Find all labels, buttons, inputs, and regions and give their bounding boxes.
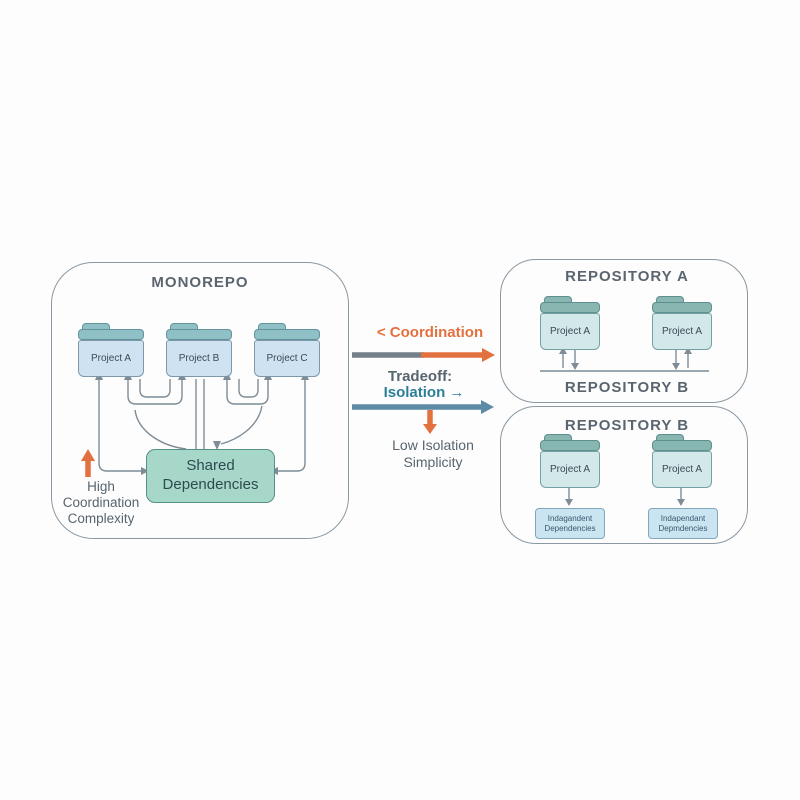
folder-label: Project A <box>661 464 703 475</box>
low-isolation-note: Low Isolation Simplicity <box>392 437 474 471</box>
folder-bar <box>166 329 232 340</box>
folder-label: Project A <box>661 326 703 337</box>
dep-box-line1: Indapendant <box>660 513 706 523</box>
note-line: Simplicity <box>403 453 463 470</box>
repository-b-box <box>500 406 748 544</box>
monorepo-title: MONOREPO <box>151 274 249 291</box>
shared-dependencies-box: Shared Dependencies <box>146 449 275 503</box>
repository-a-footer-label: REPOSITORY B <box>564 379 690 396</box>
folder-icon-project-a: Project A <box>78 323 144 377</box>
shared-dependencies-line2: Dependencies <box>162 476 259 493</box>
folder-bar <box>254 329 320 340</box>
folder-bar <box>78 329 144 340</box>
folder-label: Project A <box>549 326 591 337</box>
note-line: Complexity <box>67 511 135 527</box>
isolation-arrow <box>352 400 494 414</box>
dep-box-line1: Indagandent <box>547 513 593 523</box>
folder-label: Project A <box>549 464 591 475</box>
low-isolation-arrow <box>423 410 437 434</box>
dep-box-line2: Depmdencies <box>658 523 708 533</box>
coordination-arrow <box>352 348 495 362</box>
folder-bar <box>652 302 712 313</box>
coordination-label: < Coordination <box>376 324 484 341</box>
repository-a-box <box>500 259 748 403</box>
folder-label: Project B <box>178 353 220 364</box>
note-line: High <box>87 479 115 494</box>
folder-icon-repo-a-right: Project A <box>652 296 712 350</box>
folder-icon-repo-b-right: Project A <box>652 434 712 488</box>
repository-a-title: REPOSITORY A <box>565 268 689 285</box>
repo-b-connectors <box>565 488 685 506</box>
folder-icon-project-b: Project B <box>166 323 232 377</box>
folder-bar <box>540 440 600 451</box>
independent-dependencies-box-left: Indagandent Dependencies <box>535 508 605 539</box>
folder-label: Project C <box>266 353 308 364</box>
folder-bar <box>652 440 712 451</box>
repository-b-title: REPOSITORY B <box>564 417 690 434</box>
folder-bar <box>540 302 600 313</box>
isolation-label: Isolation → <box>383 384 465 401</box>
monorepo-box <box>51 262 349 539</box>
folder-label: Project A <box>90 353 132 364</box>
note-line: Coordination <box>62 495 140 511</box>
note-line: Low Isolation <box>392 437 474 453</box>
folder-icon-project-c: Project C <box>254 323 320 377</box>
folder-icon-repo-a-left: Project A <box>540 296 600 350</box>
folder-icon-repo-b-left: Project A <box>540 434 600 488</box>
high-coordination-note: High Coordination Complexity <box>63 479 140 528</box>
independent-dependencies-box-right: Indapendant Depmdencies <box>648 508 718 539</box>
dep-box-line2: Dependencies <box>544 523 596 533</box>
repo-a-connectors <box>540 347 709 372</box>
tradeoff-label: Tradeoff: <box>387 368 453 385</box>
high-coordination-arrow <box>81 449 95 477</box>
shared-dependencies-line1: Shared <box>186 457 235 475</box>
